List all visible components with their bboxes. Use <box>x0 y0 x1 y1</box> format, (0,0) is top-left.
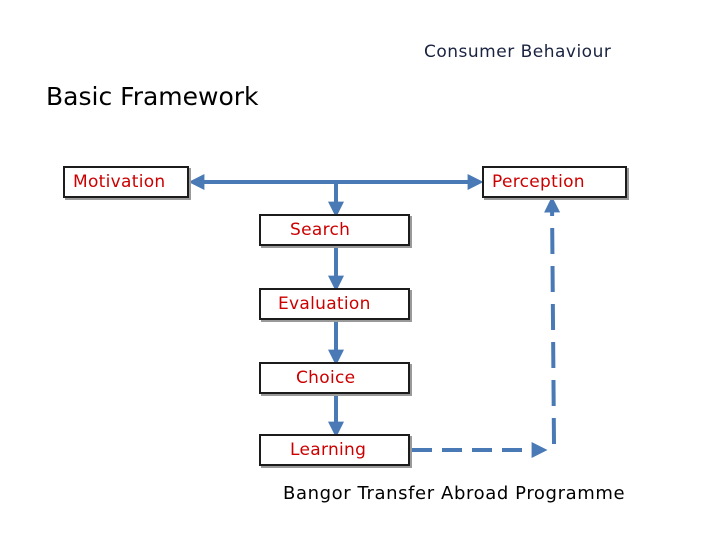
choice-label: Choice <box>296 368 356 388</box>
choice-box <box>259 362 410 394</box>
perception-label: Perception <box>492 172 585 192</box>
feedback-to-perception-arrow <box>544 196 561 445</box>
learning-box <box>259 434 410 466</box>
header-title: Consumer Behaviour <box>424 42 612 62</box>
learning-label: Learning <box>290 440 367 460</box>
evaluation-label: Evaluation <box>278 294 371 314</box>
motivation-box <box>63 166 189 198</box>
motivation-label: Motivation <box>73 172 166 192</box>
search-label: Search <box>290 220 351 240</box>
evaluation-box <box>259 288 410 320</box>
perception-box <box>482 166 627 198</box>
footer-programme-text: Bangor Transfer Abroad Programme <box>283 483 626 504</box>
slide-title: Basic Framework <box>46 82 259 111</box>
search-box <box>259 214 410 246</box>
